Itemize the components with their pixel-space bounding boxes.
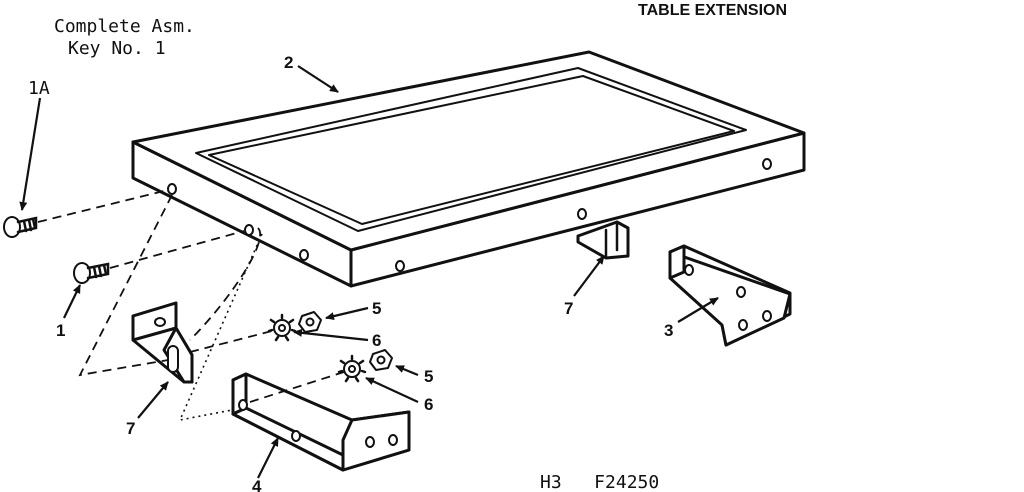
callout-7-right: 7 <box>564 299 573 318</box>
callout-6-lower: 6 <box>424 395 433 414</box>
callout-4: 4 <box>252 477 262 492</box>
callout-2: 2 <box>284 53 293 72</box>
callout-leaders <box>19 65 719 479</box>
callout-5-lower: 5 <box>424 367 433 386</box>
callout-1a: 1A <box>28 78 50 99</box>
hex-nut-upper-part-5 <box>298 311 322 333</box>
table-extension-tray <box>131 50 806 288</box>
assembly-note-line-2: Key No. 1 <box>68 38 166 59</box>
assembly-guide-lines <box>37 189 345 422</box>
callout-7-left: 7 <box>126 419 135 438</box>
callout-6-upper: 6 <box>372 331 381 350</box>
callout-1: 1 <box>56 321 65 340</box>
diagram-title: TABLE EXTENSION <box>638 2 787 19</box>
lock-washer-lower-part-6 <box>337 354 367 383</box>
bracket-right-part-7 <box>576 220 630 260</box>
figure-id: H3 F24250 <box>540 472 659 492</box>
callout-3: 3 <box>664 321 673 340</box>
angle-bracket-part-4 <box>231 372 411 472</box>
bracket-left-part-7 <box>131 301 194 384</box>
lock-washer-upper-part-6 <box>267 313 297 342</box>
callout-5-upper: 5 <box>372 299 381 318</box>
assembly-note-line-1: Complete Asm. <box>54 16 195 37</box>
hex-nut-lower-part-5 <box>369 349 393 371</box>
carriage-bolt-part-1 <box>73 262 110 284</box>
angle-bracket-part-3 <box>668 244 792 347</box>
carriage-bolt-part-1a <box>3 216 38 238</box>
